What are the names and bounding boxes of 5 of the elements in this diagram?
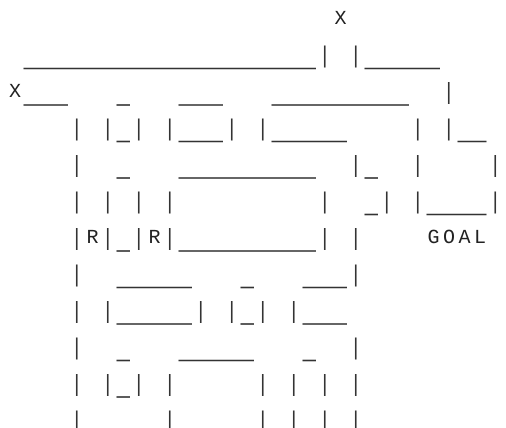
goal-label: GOAL (428, 228, 490, 250)
entrance-mark: X (334, 9, 350, 31)
entrance-mark: X (9, 82, 25, 104)
room-mark: R (86, 228, 102, 250)
room-mark: R (148, 228, 164, 250)
